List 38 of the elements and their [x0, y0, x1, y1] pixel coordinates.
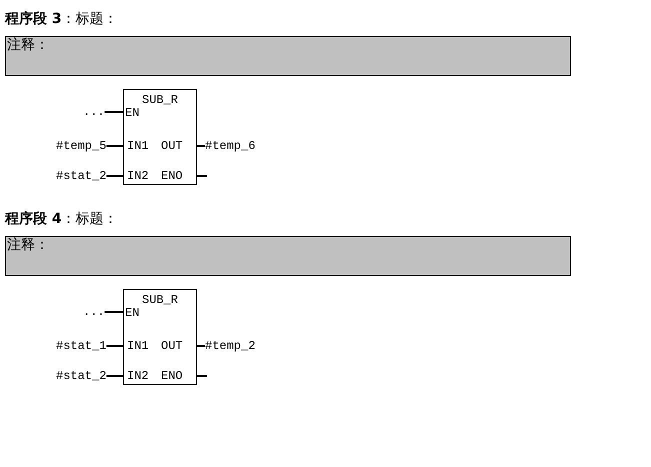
pin-label: OUT — [161, 139, 183, 153]
pin-label: IN1 — [127, 339, 149, 353]
wire — [104, 111, 123, 113]
pin-label: OUT — [161, 339, 183, 353]
pin-label: IN2 — [127, 369, 149, 383]
pin-label: IN2 — [127, 169, 149, 183]
block-title: SUB_R — [142, 293, 178, 307]
network-title: 程序段 3：标题： — [5, 11, 118, 27]
network-title: 程序段 4：标题： — [5, 211, 118, 227]
operand-label: ... — [83, 105, 105, 119]
wire — [197, 375, 207, 377]
comment-box — [5, 236, 571, 276]
operand-label: #temp_6 — [205, 139, 256, 153]
wire — [106, 345, 123, 347]
wire — [197, 145, 205, 147]
wire — [106, 175, 123, 177]
operand-label: #temp_5 — [56, 139, 106, 153]
wire — [106, 145, 123, 147]
comment-box — [5, 36, 571, 76]
function-block — [123, 289, 197, 385]
pin-label: IN1 — [127, 139, 149, 153]
operand-label: #temp_2 — [205, 339, 256, 353]
pin-label: EN — [125, 306, 140, 320]
operand-label: #stat_2 — [56, 369, 106, 383]
pin-label: ENO — [161, 369, 183, 383]
pin-label: ENO — [161, 169, 183, 183]
wire — [106, 375, 123, 377]
wire — [104, 311, 123, 313]
pin-label: EN — [125, 106, 140, 120]
comment-label: 注释： — [7, 37, 49, 53]
wire — [197, 175, 207, 177]
function-block — [123, 89, 197, 185]
block-title: SUB_R — [142, 93, 178, 107]
operand-label: #stat_1 — [56, 339, 106, 353]
comment-label: 注释： — [7, 237, 49, 253]
operand-label: #stat_2 — [56, 169, 106, 183]
operand-label: ... — [83, 305, 105, 319]
wire — [197, 345, 205, 347]
